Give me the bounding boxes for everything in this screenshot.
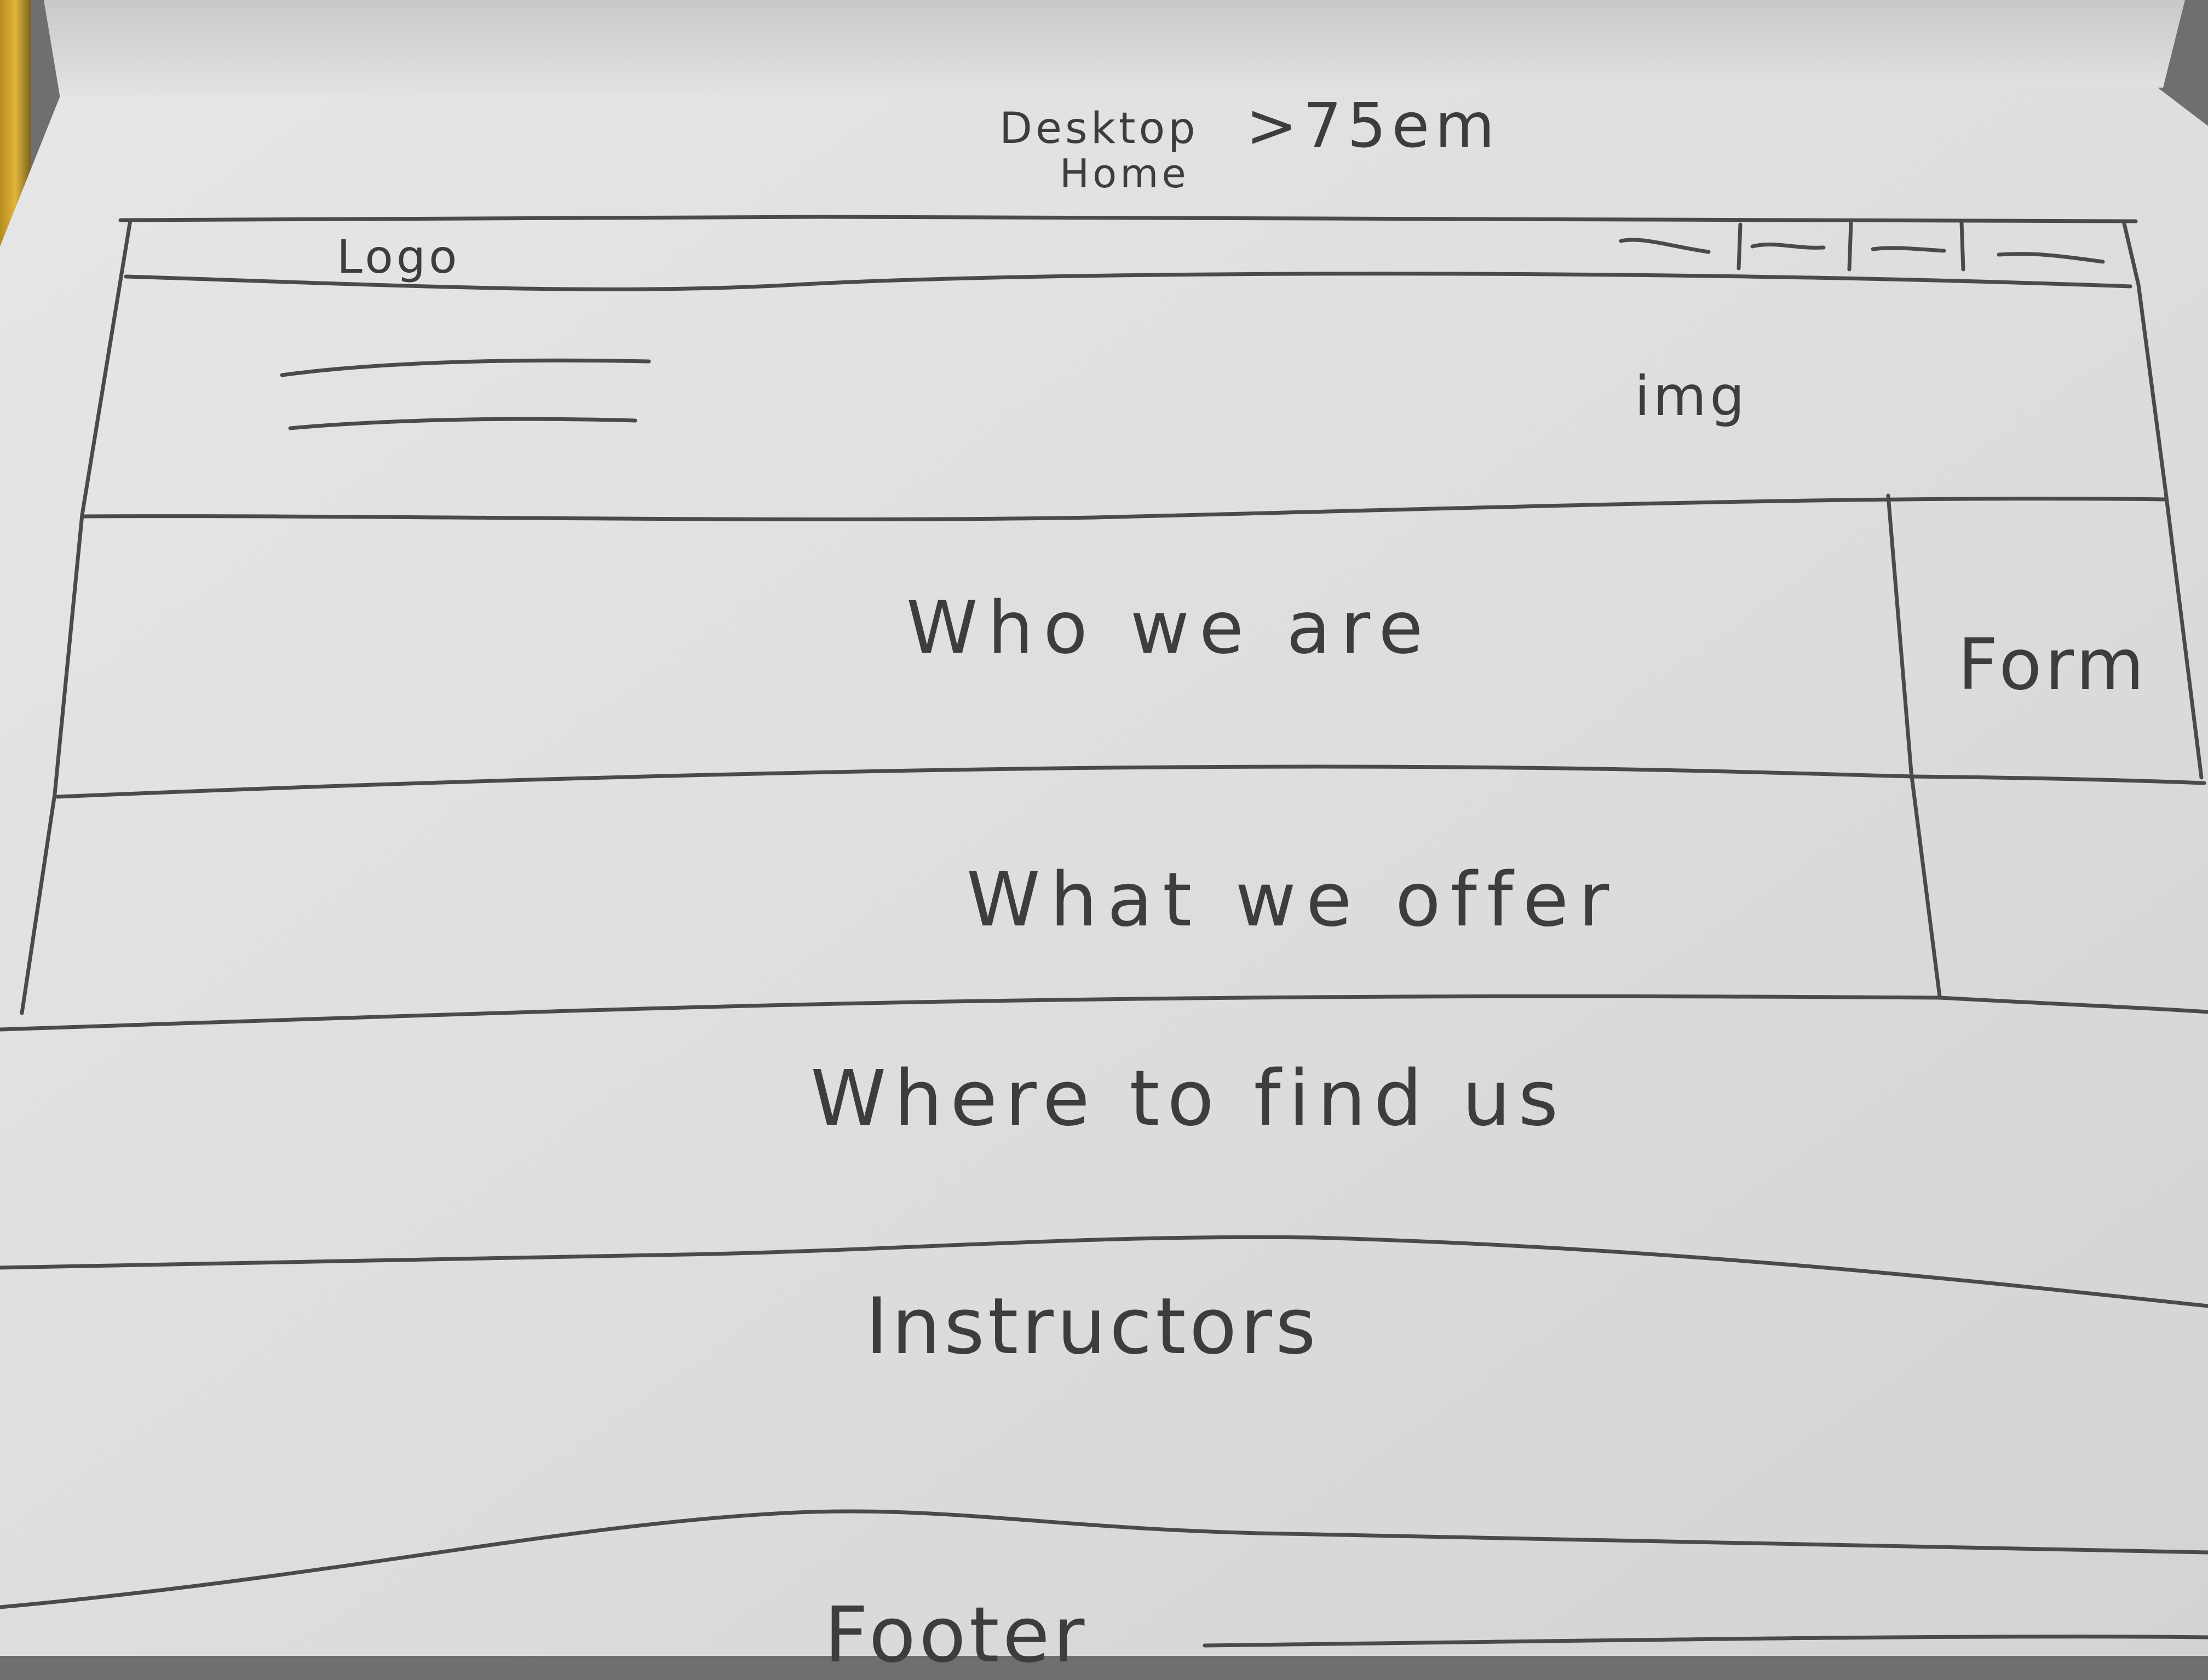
breakpoint-label: >75em <box>1246 90 1500 162</box>
form-column-divider <box>1886 493 1942 999</box>
form-section: Form <box>1958 624 2148 706</box>
frame-right-edge <box>2121 219 2204 780</box>
section-instructors: Instructors <box>865 1281 1319 1372</box>
hero-bottom-line <box>80 497 2168 521</box>
who-section-bottom-line <box>55 764 1913 799</box>
frame-left-edge <box>20 218 133 1015</box>
nav-item-mark <box>1619 238 1711 254</box>
section-who-we-are: Who we are <box>906 586 1433 670</box>
form-bottom-line <box>1909 774 2206 785</box>
hero-text-line <box>288 417 637 430</box>
hero-text-line <box>280 358 651 377</box>
section-footer: Footer <box>824 1591 1088 1680</box>
header-bottom-line <box>124 272 2132 291</box>
nav-item-mark <box>1750 243 1826 250</box>
page-label: Desktop <box>999 104 1199 153</box>
logo: Logo <box>337 230 461 284</box>
frame-top-line <box>118 215 2138 223</box>
nav-divider <box>1959 220 1965 272</box>
where-section-bottom-line <box>0 1235 2208 1308</box>
page-name: Home <box>1060 151 1189 197</box>
instructors-section-bottom-line <box>0 1509 2208 1609</box>
nav-item-mark <box>1871 246 1946 253</box>
offer-section-bottom-line <box>0 994 2208 1032</box>
nav-divider <box>1737 222 1743 271</box>
hero-image-placeholder: img <box>1635 364 1748 428</box>
section-where-to-find-us: Where to find us <box>810 1054 1566 1143</box>
nav-divider <box>1847 221 1853 272</box>
nav-item-mark <box>1997 252 2105 264</box>
footer-line <box>1203 1635 2208 1648</box>
section-what-we-offer: What we offer <box>967 857 1619 943</box>
